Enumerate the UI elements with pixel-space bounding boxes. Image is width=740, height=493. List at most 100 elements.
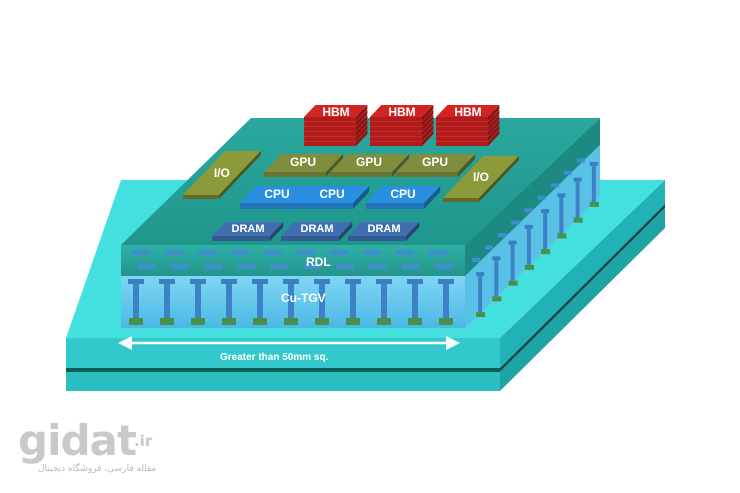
cpu-chip: CPU	[295, 186, 370, 209]
via-cap	[314, 279, 330, 284]
via-pillar	[443, 284, 449, 318]
via-bump	[315, 318, 329, 325]
rdl-pad	[369, 264, 387, 269]
watermark-tld: .ir	[134, 432, 153, 450]
via-pillar	[478, 276, 483, 313]
gpu-chip: GPU	[330, 154, 410, 177]
dram-chip: DRAM	[348, 222, 420, 241]
via-cap	[492, 256, 501, 261]
gpu-label: GPU	[290, 155, 316, 169]
rdl-pad	[132, 250, 150, 255]
rdl-pad	[198, 250, 216, 255]
via-bump	[377, 318, 391, 325]
hbm-stack: HBM	[436, 105, 500, 146]
via-bump	[589, 201, 599, 207]
rdl-pad	[524, 208, 533, 213]
io-chip-right: I/O	[443, 156, 519, 202]
dram-label: DRAM	[368, 223, 401, 235]
via-pillar	[412, 284, 418, 318]
watermark-logo: gidat .ir مقاله فارسی، فروشگاه دیجیتال	[14, 416, 189, 478]
cpu-chip: CPU	[366, 186, 441, 209]
via-bump	[160, 318, 174, 325]
hbm-stack: HBM	[304, 105, 368, 146]
via-cap	[252, 279, 268, 284]
interposer	[121, 118, 600, 276]
cpu-label: CPU	[390, 187, 415, 201]
rdl-pad	[435, 264, 453, 269]
cu-tgv-vias	[128, 279, 454, 325]
rdl-pad	[429, 250, 447, 255]
via-bump	[284, 318, 298, 325]
via-bump	[253, 318, 267, 325]
rdl-pad	[511, 220, 520, 225]
rdl-pad	[165, 250, 183, 255]
via-pillar	[526, 228, 531, 265]
via-pillar	[510, 244, 515, 281]
via-cap	[541, 209, 550, 214]
via-cap	[557, 193, 566, 198]
rdl-pad	[472, 258, 480, 262]
watermark-tagline: مقاله فارسی، فروشگاه دیجیتال	[38, 464, 157, 474]
via-bump	[541, 249, 551, 255]
via-bump	[346, 318, 360, 325]
io-chip-right-label: I/O	[473, 170, 489, 184]
via-pillar	[226, 284, 232, 318]
rdl-pad	[138, 264, 156, 269]
via-bump	[508, 280, 518, 286]
rdl-pad	[485, 245, 494, 250]
via-bump	[476, 312, 486, 318]
hbm-die	[370, 105, 434, 121]
via-pillar	[350, 284, 356, 318]
size-label: Greater than 50mm sq.	[220, 352, 329, 363]
hbm-label: HBM	[388, 105, 415, 119]
via-cap	[345, 279, 361, 284]
rdl-pad	[563, 170, 572, 175]
via-bump	[492, 296, 502, 302]
via-cap	[573, 177, 582, 182]
via-pillar	[164, 284, 170, 318]
via-pillar	[543, 213, 548, 250]
via-cap	[589, 161, 598, 166]
watermark-brand: gidat	[18, 416, 137, 465]
via-bump	[573, 217, 583, 223]
via-cap	[128, 279, 144, 284]
via-pillar	[559, 197, 564, 234]
via-pillar	[591, 165, 596, 202]
rdl-pad	[363, 250, 381, 255]
via-cap	[476, 272, 485, 277]
via-cap	[438, 279, 454, 284]
rdl-pad	[402, 264, 420, 269]
rdl-pad	[297, 250, 315, 255]
via-bump	[191, 318, 205, 325]
hbm-label: HBM	[454, 105, 481, 119]
rdl-pad	[396, 250, 414, 255]
gpu-chip: GPU	[396, 154, 476, 177]
glass-core	[121, 145, 600, 328]
via-pillar	[195, 284, 201, 318]
rdl-pad	[237, 264, 255, 269]
via-pillar	[288, 284, 294, 318]
via-bump	[129, 318, 143, 325]
via-bump	[408, 318, 422, 325]
rdl-pad	[537, 195, 546, 200]
via-pillar	[381, 284, 387, 318]
via-cap	[159, 279, 175, 284]
rdl-pad	[303, 264, 321, 269]
hbm-die	[304, 105, 368, 121]
rdl-pads	[132, 250, 453, 269]
gpu-chip: GPU	[264, 154, 344, 177]
via-cap	[508, 240, 517, 245]
size-dimension-arrow	[118, 336, 460, 350]
cpu-label: CPU	[264, 187, 289, 201]
via-bump	[222, 318, 236, 325]
rdl-pad	[336, 264, 354, 269]
dram-label: DRAM	[232, 223, 265, 235]
rdl-pad	[231, 250, 249, 255]
via-bump	[524, 264, 534, 270]
rdl-pad	[270, 264, 288, 269]
dram-label: DRAM	[301, 223, 334, 235]
hbm-label: HBM	[322, 105, 349, 119]
rdl-pad	[330, 250, 348, 255]
rdl-pad	[550, 183, 559, 188]
